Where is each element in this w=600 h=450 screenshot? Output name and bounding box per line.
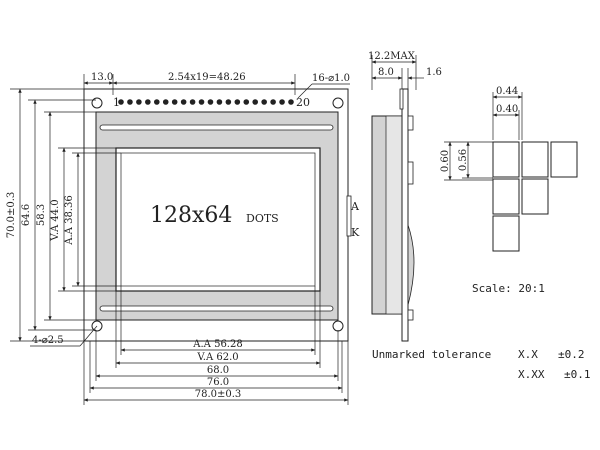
pin-hole — [127, 99, 133, 105]
dim-76: 76.0 — [207, 377, 229, 388]
tolerance-value-2: ±0.1 — [564, 368, 591, 381]
pin-hole — [136, 99, 142, 105]
pin-hole — [180, 99, 187, 105]
pin-hole — [270, 99, 276, 105]
pin-hole — [145, 99, 151, 105]
front-view: 1 20 A K 128x64 DOTS 13.0 2.54x19=48.26 … — [6, 72, 360, 405]
dim-pcb-thickness: 1.6 — [426, 67, 442, 78]
dim-max-thickness: 12.2MAX — [368, 51, 416, 62]
dim-va-height: V.A 44.0 — [50, 199, 61, 241]
dot-cell — [492, 215, 520, 252]
side-view: 12.2MAX 8.0 1.6 — [368, 51, 442, 342]
led-cathode-label: K — [351, 226, 360, 239]
pin-hole — [216, 99, 223, 105]
tolerance-format-1: X.X — [518, 348, 538, 361]
dim-width-total: 78.0±0.3 — [195, 389, 242, 400]
side-cob-blob — [407, 224, 415, 306]
dim-68: 68.0 — [207, 365, 229, 376]
dot-scale: Scale: 20:1 — [472, 282, 545, 295]
tolerance-format-2: X.XX — [518, 368, 545, 381]
dim-dot-y: 0.56 — [458, 149, 469, 171]
tolerance-note: Unmarked tolerance X.X ±0.2 X.XX ±0.1 — [372, 348, 591, 381]
side-bezel-inner — [385, 115, 403, 315]
bezel-bottom-slot — [99, 305, 334, 312]
dim-height-58-3: 58.3 — [36, 204, 47, 226]
mount-hole-tl — [91, 97, 103, 109]
dim-pitch-y: 0.60 — [440, 150, 451, 172]
dot-cell — [521, 141, 549, 178]
active-area — [120, 152, 316, 287]
side-component-2 — [407, 161, 414, 185]
side-component-3 — [407, 309, 414, 321]
side-pin-header — [399, 88, 404, 110]
pin-hole — [153, 99, 160, 105]
led-anode-label: A — [350, 200, 360, 213]
dot-cell — [521, 178, 549, 215]
tolerance-value-1: ±0.2 — [558, 348, 585, 361]
mount-hole-br — [332, 320, 344, 332]
dim-mount-hole: 4-⌀2.5 — [32, 335, 64, 346]
dim-aa-width: A.A 56.28 — [192, 339, 242, 350]
pin-hole — [198, 99, 205, 105]
dim-aa-height: A.A 38.36 — [64, 195, 75, 245]
dim-height-total: 70.0±0.3 — [6, 192, 17, 239]
pin-hole — [189, 99, 196, 105]
dot-detail: 0.44 0.40 0.60 0.56 Scale: 20:1 — [440, 86, 578, 295]
display-resolution: 128x64 — [150, 203, 232, 228]
pin-hole — [162, 99, 169, 105]
pin-label-first: 1 — [113, 96, 120, 109]
mount-hole-tr — [332, 97, 344, 109]
dot-cell — [550, 141, 578, 178]
pin-label-last: 20 — [296, 96, 310, 109]
pin-hole — [171, 99, 178, 105]
pin-hole — [118, 99, 124, 105]
side-component-1 — [407, 115, 414, 131]
pin-hole — [207, 99, 214, 105]
dot-grid — [492, 141, 578, 252]
dim-pin-hole: 16-⌀1.0 — [312, 73, 350, 84]
dim-dot-x: 0.40 — [496, 104, 518, 115]
pin-hole — [243, 99, 250, 105]
dim-va-width: V.A 62.0 — [196, 352, 238, 363]
led-tab — [346, 195, 352, 237]
dot-cell — [492, 141, 520, 178]
pin-row — [118, 99, 294, 105]
pin-hole — [252, 99, 259, 105]
display-resolution-unit: DOTS — [246, 212, 279, 225]
pin-hole — [225, 99, 232, 105]
pin-hole — [234, 99, 241, 105]
dim-pitch-x: 0.44 — [496, 86, 518, 97]
dim-body-thickness: 8.0 — [378, 67, 394, 78]
dim-pin-pitch: 2.54x19=48.26 — [168, 72, 246, 83]
pin-hole — [288, 99, 294, 105]
pin-hole — [261, 99, 267, 105]
dim-left-margin: 13.0 — [91, 72, 113, 83]
viewing-area — [115, 147, 321, 292]
side-pcb — [401, 88, 409, 342]
bezel-top-slot — [99, 124, 334, 131]
dim-height-64-6: 64.6 — [21, 204, 32, 226]
mount-hole-bl — [91, 320, 103, 332]
dot-cell — [492, 178, 520, 215]
pin-hole — [279, 99, 285, 105]
tolerance-title: Unmarked tolerance — [372, 348, 491, 361]
